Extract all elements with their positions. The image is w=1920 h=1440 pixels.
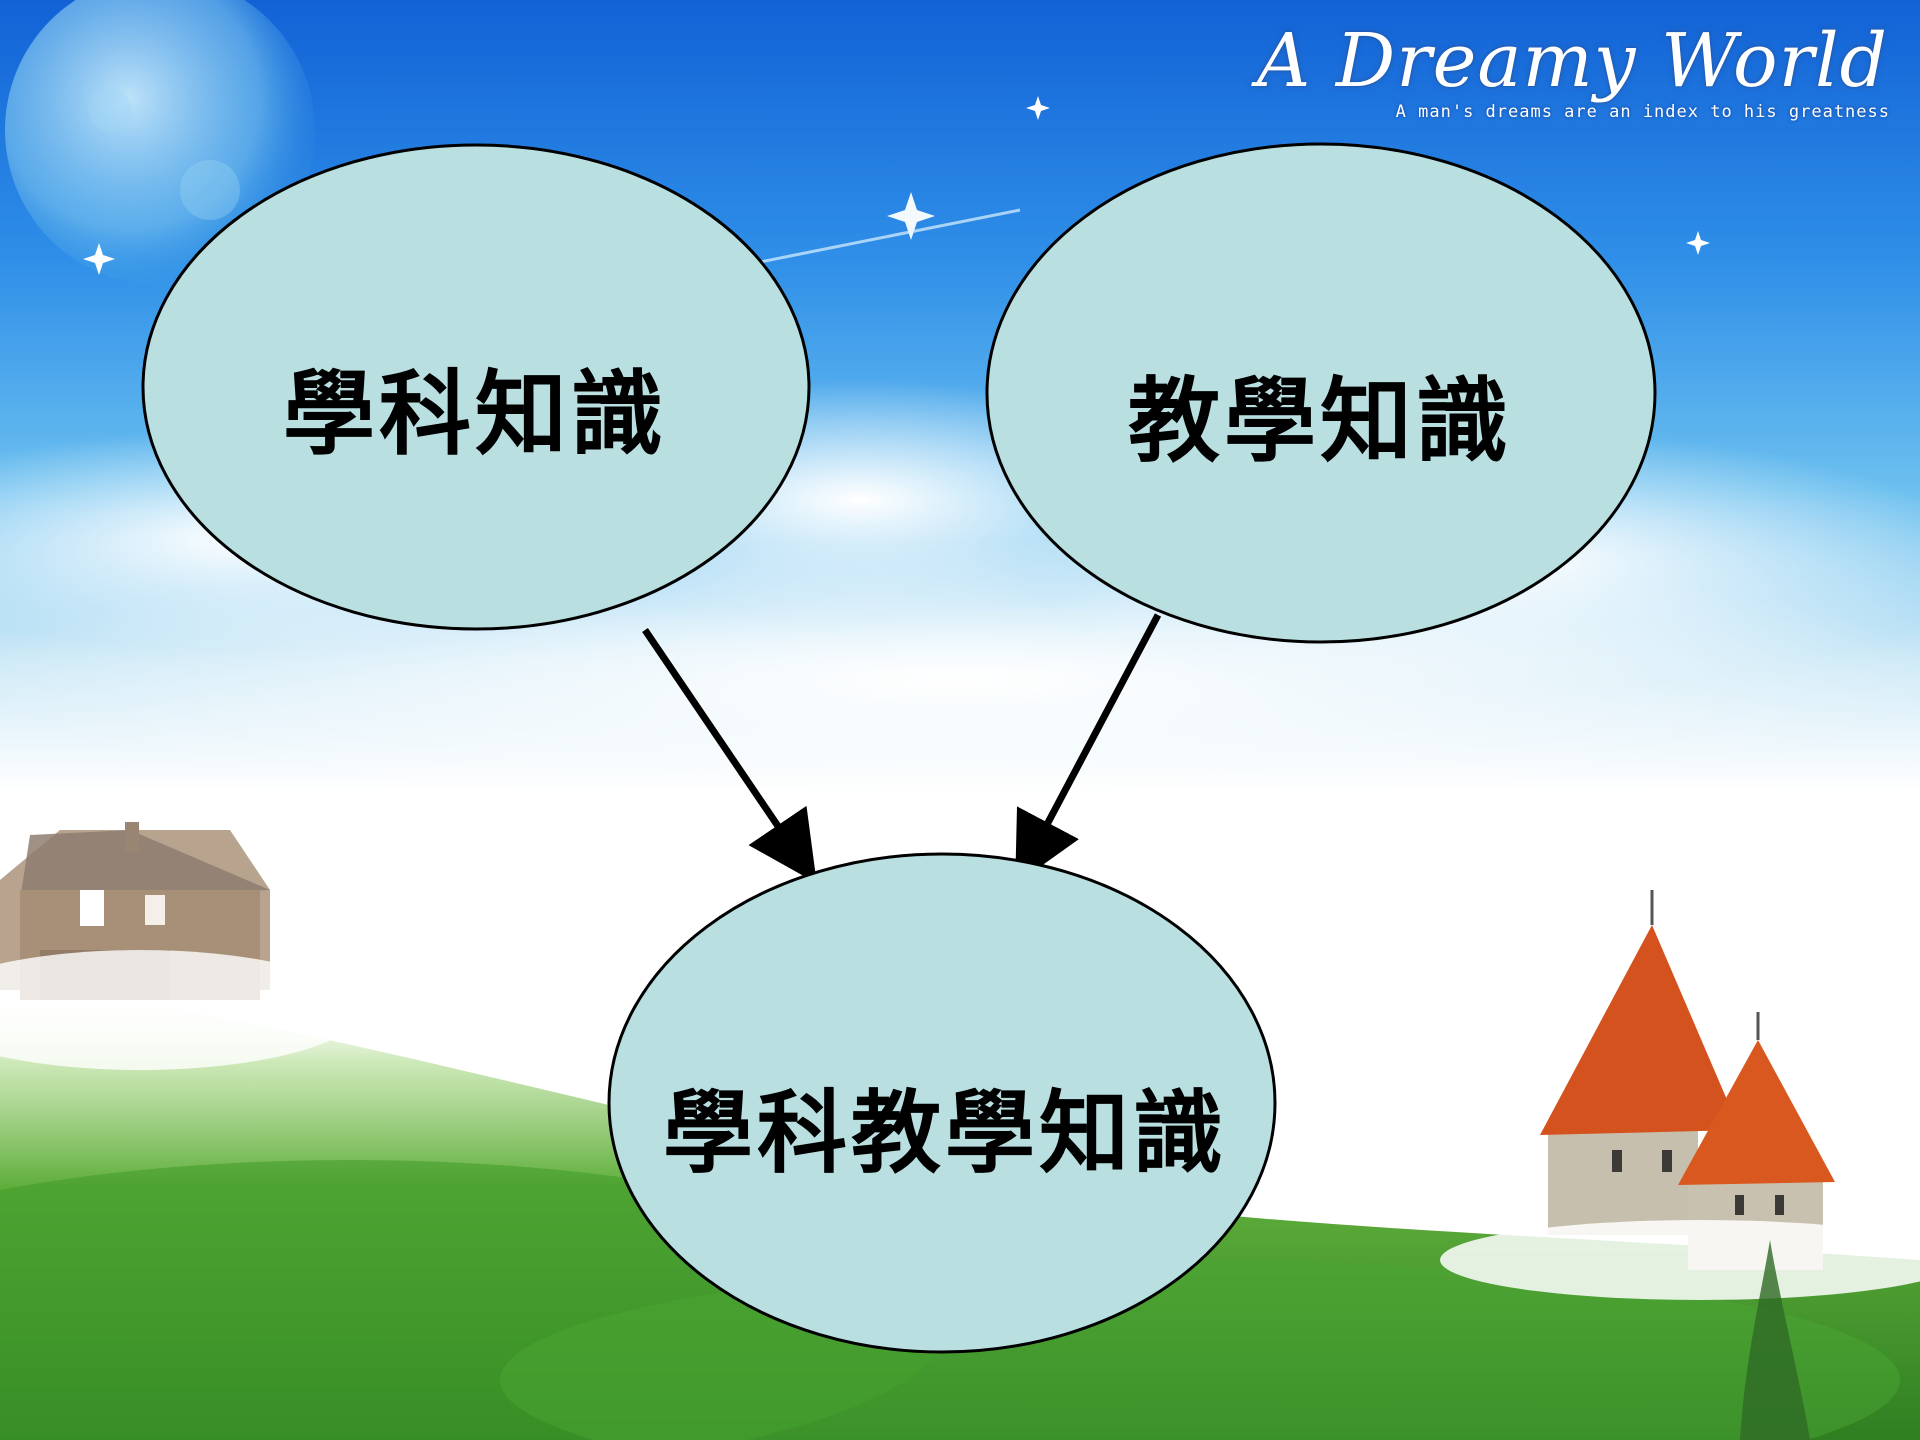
stars-decoration <box>83 96 1710 275</box>
brand-title: A Dreamy World <box>1256 18 1888 104</box>
castle-towers-illustration <box>1440 890 1920 1440</box>
node-subject-knowledge <box>141 143 811 631</box>
node-label-pedagogy: 教學知識 <box>1127 367 1512 475</box>
node-label-pck: 學科教學知識 <box>663 1080 1227 1186</box>
brand-subtitle: A man's dreams are an index to his great… <box>1395 102 1890 122</box>
arrow-subject-to-pck <box>642 628 817 884</box>
node-label-subject: 學科知識 <box>282 360 667 468</box>
arrow-pedagogy-to-pck <box>1015 613 1162 885</box>
node-pedagogical-content-knowledge <box>607 852 1277 1354</box>
planet-decoration <box>5 0 315 285</box>
node-pedagogical-knowledge <box>985 142 1657 644</box>
shooting-star <box>759 208 1021 264</box>
diagram-arrows <box>642 613 1162 885</box>
house-illustration <box>0 822 360 1070</box>
